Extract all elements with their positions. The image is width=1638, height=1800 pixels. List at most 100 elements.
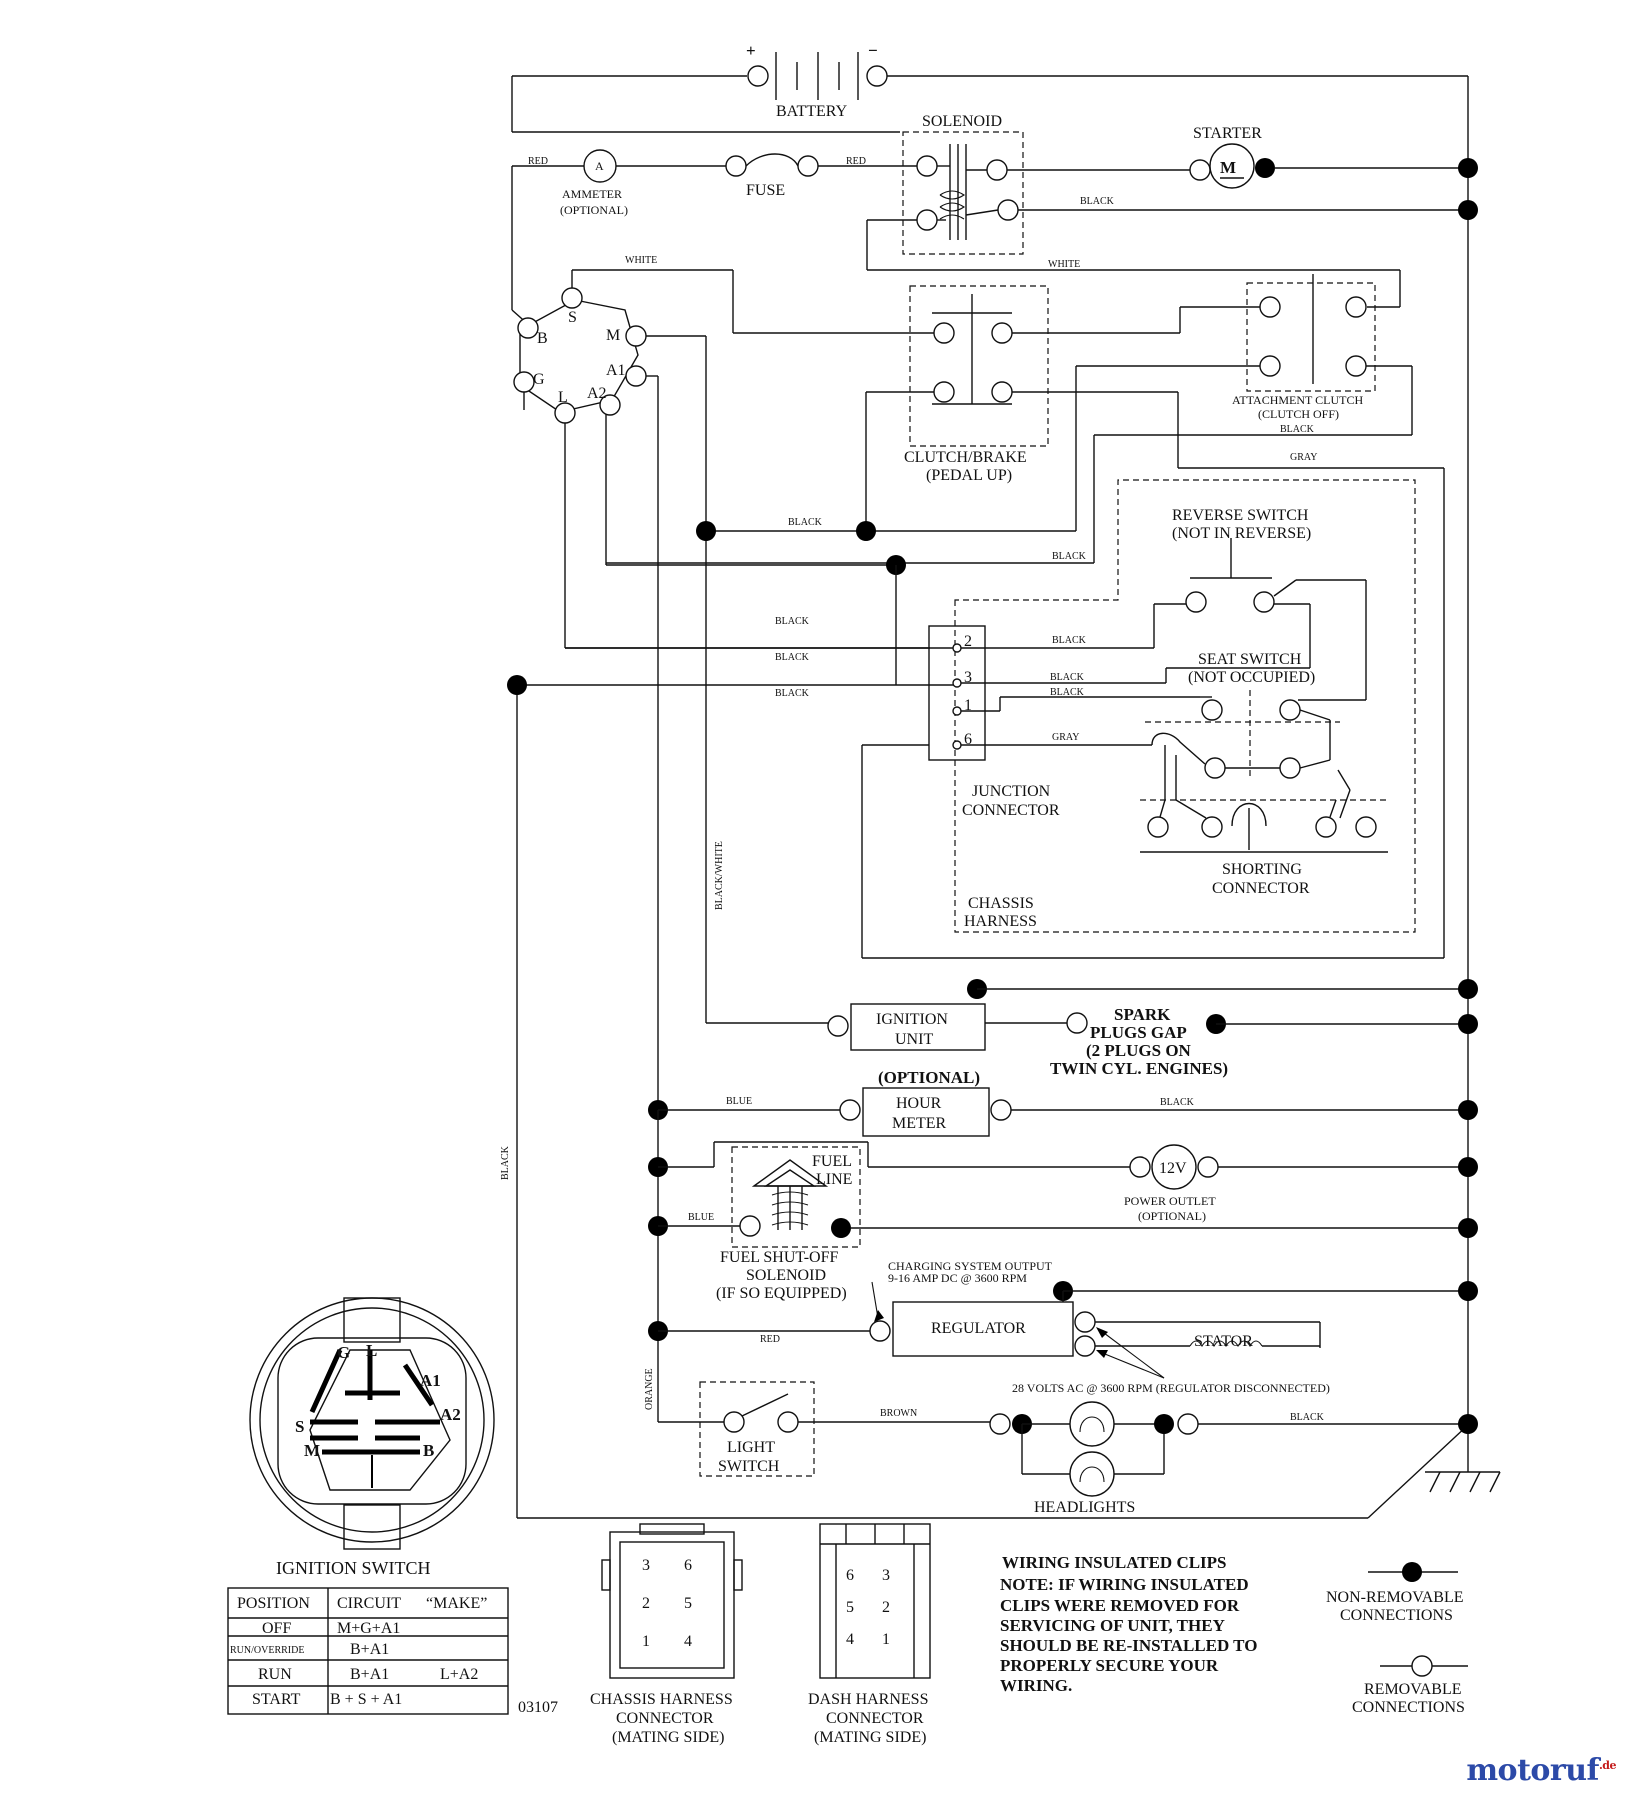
dash-harness-connector: 6 3 5 2 4 1 DASH HARNESS CONNECTOR (MATI…	[808, 1523, 931, 1746]
switch-face-g: G	[337, 1343, 350, 1362]
legend-nonremovable-dot	[1402, 1562, 1422, 1582]
wire-label-blue-1: BLUE	[726, 1096, 752, 1107]
logo-text: motoruf	[1466, 1753, 1599, 1788]
power-outlet-12v-label: 12V	[1159, 1160, 1187, 1177]
wire-label-black-p1: BLACK	[1050, 687, 1085, 698]
starter-m-label: M	[1220, 158, 1236, 177]
table-cell: RUN/OVERRIDE	[230, 1645, 304, 1656]
battery-label: BATTERY	[776, 103, 848, 120]
battery-negative-label: −	[868, 41, 878, 60]
charging-output-sub-label: 9-16 AMP DC @ 3600 RPM	[888, 1271, 1027, 1285]
fuel-solenoid-label: FUEL SHUT-OFF	[720, 1249, 839, 1266]
wire-label-black-j1: BLACK	[775, 616, 810, 627]
svg-text:SPARK: SPARK	[1114, 1005, 1171, 1024]
volts-ac-label: 28 VOLTS AC @ 3600 RPM (REGULATOR DISCON…	[1012, 1381, 1330, 1395]
dash-pin-1: 1	[882, 1631, 890, 1648]
wire-label-black-solenoid: BLACK	[1080, 196, 1115, 207]
dash-pin-6: 6	[846, 1567, 854, 1584]
ignition-unit-label: IGNITION	[876, 1011, 948, 1028]
junction-pin-3: 3	[964, 669, 972, 686]
connection-dot	[507, 675, 527, 695]
table-cell: M+G+A1	[337, 1620, 400, 1637]
dash-connector-mating-label: (MATING SIDE)	[814, 1729, 926, 1746]
ammeter-optional-label: (OPTIONAL)	[560, 203, 628, 217]
svg-text:SERVICING OF UNIT, THEY: SERVICING OF UNIT, THEY	[1000, 1616, 1225, 1635]
regulator-label: REGULATOR	[931, 1320, 1026, 1337]
solenoid-label: SOLENOID	[922, 113, 1002, 130]
chassis-harness-sub-label: HARNESS	[964, 913, 1037, 930]
wire-label-black-reverse: BLACK	[1052, 551, 1087, 562]
fuel-line-sub-label: LINE	[816, 1171, 852, 1188]
clutch-brake-switch: CLUTCH/BRAKE (PEDAL UP)	[904, 285, 1049, 484]
wire-label-red-1: RED	[528, 156, 548, 167]
battery-positive-label: +	[746, 41, 756, 60]
wire-label-black-white: BLACK/WHITE	[714, 841, 725, 910]
connection-dot	[1458, 1157, 1478, 1177]
connection-dot	[1458, 1100, 1478, 1120]
ign-terminal-a1: A1	[606, 362, 626, 379]
fuel-solenoid-sub-label: SOLENOID	[746, 1267, 826, 1284]
svg-text:PROPERLY SECURE YOUR: PROPERLY SECURE YOUR	[1000, 1656, 1219, 1675]
ignition-switch-terminals: S B M A1 G L A2	[513, 287, 647, 424]
svg-text:(2 PLUGS ON: (2 PLUGS ON	[1086, 1041, 1192, 1060]
chassis-pin-4: 4	[684, 1633, 692, 1650]
power-outlet-label: POWER OUTLET	[1124, 1194, 1216, 1208]
table-cell: L+A2	[440, 1666, 478, 1683]
wire-label-white-2: WHITE	[1048, 259, 1080, 270]
chassis-pin-2: 2	[642, 1595, 650, 1612]
switch-face-a1: A1	[420, 1371, 441, 1390]
chassis-pin-6: 6	[684, 1557, 692, 1574]
hour-meter-sub-label: METER	[892, 1115, 947, 1132]
connection-dot	[856, 521, 876, 541]
chassis-connector-mating-label: (MATING SIDE)	[612, 1729, 724, 1746]
wire-label-red-3: RED	[760, 1334, 780, 1345]
svg-text:CLIPS WERE REMOVED FOR: CLIPS WERE REMOVED FOR	[1000, 1596, 1240, 1615]
ignition-switch-table: POSITION CIRCUIT “MAKE” OFF M+G+A1 RUN/O…	[227, 1587, 509, 1715]
attachment-clutch-sub-label: (CLUTCH OFF)	[1258, 407, 1339, 421]
solenoid: SOLENOID	[902, 113, 1024, 255]
svg-text:SHOULD BE RE-INSTALLED TO: SHOULD BE RE-INSTALLED TO	[1000, 1636, 1257, 1655]
wire-label-black-p3: BLACK	[1050, 672, 1085, 683]
charging-output-label: CHARGING SYSTEM OUTPUT	[888, 1259, 1053, 1273]
chassis-pin-3: 3	[642, 1557, 650, 1574]
switch-face-m: M	[304, 1441, 320, 1460]
headlights-label: HEADLIGHTS	[1034, 1499, 1135, 1516]
fuse-label: FUSE	[746, 182, 785, 199]
chassis-harness-label: CHASSIS	[968, 895, 1034, 912]
connection-dot	[1458, 200, 1478, 220]
shorting-connector-label: SHORTING	[1222, 861, 1302, 878]
ignition-unit-sub-label: UNIT	[895, 1031, 933, 1048]
switch-face-b: B	[423, 1441, 434, 1460]
ignition-unit: IGNITION UNIT	[827, 1003, 986, 1051]
table-header-position: POSITION	[237, 1595, 310, 1612]
table-cell: B+A1	[350, 1666, 389, 1683]
legend-nonremovable-sub-label: CONNECTIONS	[1340, 1607, 1453, 1624]
wire-label-black-headlights: BLACK	[1290, 1412, 1325, 1423]
wire-label-black-j3: BLACK	[775, 688, 810, 699]
switch-face-a2: A2	[440, 1405, 461, 1424]
connection-dot	[1458, 1281, 1478, 1301]
chassis-connector-label: CHASSIS HARNESS	[590, 1691, 733, 1708]
junction-connector: 2 3 1 6 JUNCTION CONNECTOR	[928, 625, 1060, 819]
svg-text:WIRING INSULATED CLIPS: WIRING INSULATED CLIPS	[1002, 1553, 1227, 1572]
motoruf-logo[interactable]: motoruf.de	[1466, 1753, 1616, 1788]
wire-label-gray-1: GRAY	[1290, 452, 1317, 463]
legend-removable-label: REMOVABLE	[1364, 1681, 1462, 1698]
wire-label-gray-p6: GRAY	[1052, 732, 1079, 743]
chassis-pin-1: 1	[642, 1633, 650, 1650]
ign-terminal-l: L	[558, 389, 568, 406]
fuel-shutoff-solenoid: FUEL LINE FUEL SHUT-OFF SOLENOID (IF SO …	[716, 1146, 861, 1302]
stator-label: STATOR	[1194, 1333, 1253, 1350]
light-switch: LIGHT SWITCH	[699, 1381, 815, 1477]
shorting-connector: SHORTING CONNECTOR	[1140, 769, 1390, 897]
connection-dot	[1458, 1014, 1478, 1034]
table-header-circuit: CIRCUIT	[337, 1595, 401, 1612]
connection-dot	[696, 521, 716, 541]
attachment-clutch-label: ATTACHMENT CLUTCH	[1232, 393, 1363, 407]
fuel-solenoid-note-label: (IF SO EQUIPPED)	[716, 1285, 847, 1302]
ign-terminal-a2: A2	[587, 385, 607, 402]
logo-tld: .de	[1598, 1759, 1617, 1772]
junction-sub-label: CONNECTOR	[962, 802, 1060, 819]
dash-pin-5: 5	[846, 1599, 854, 1616]
ground-symbol	[1425, 1425, 1501, 1493]
